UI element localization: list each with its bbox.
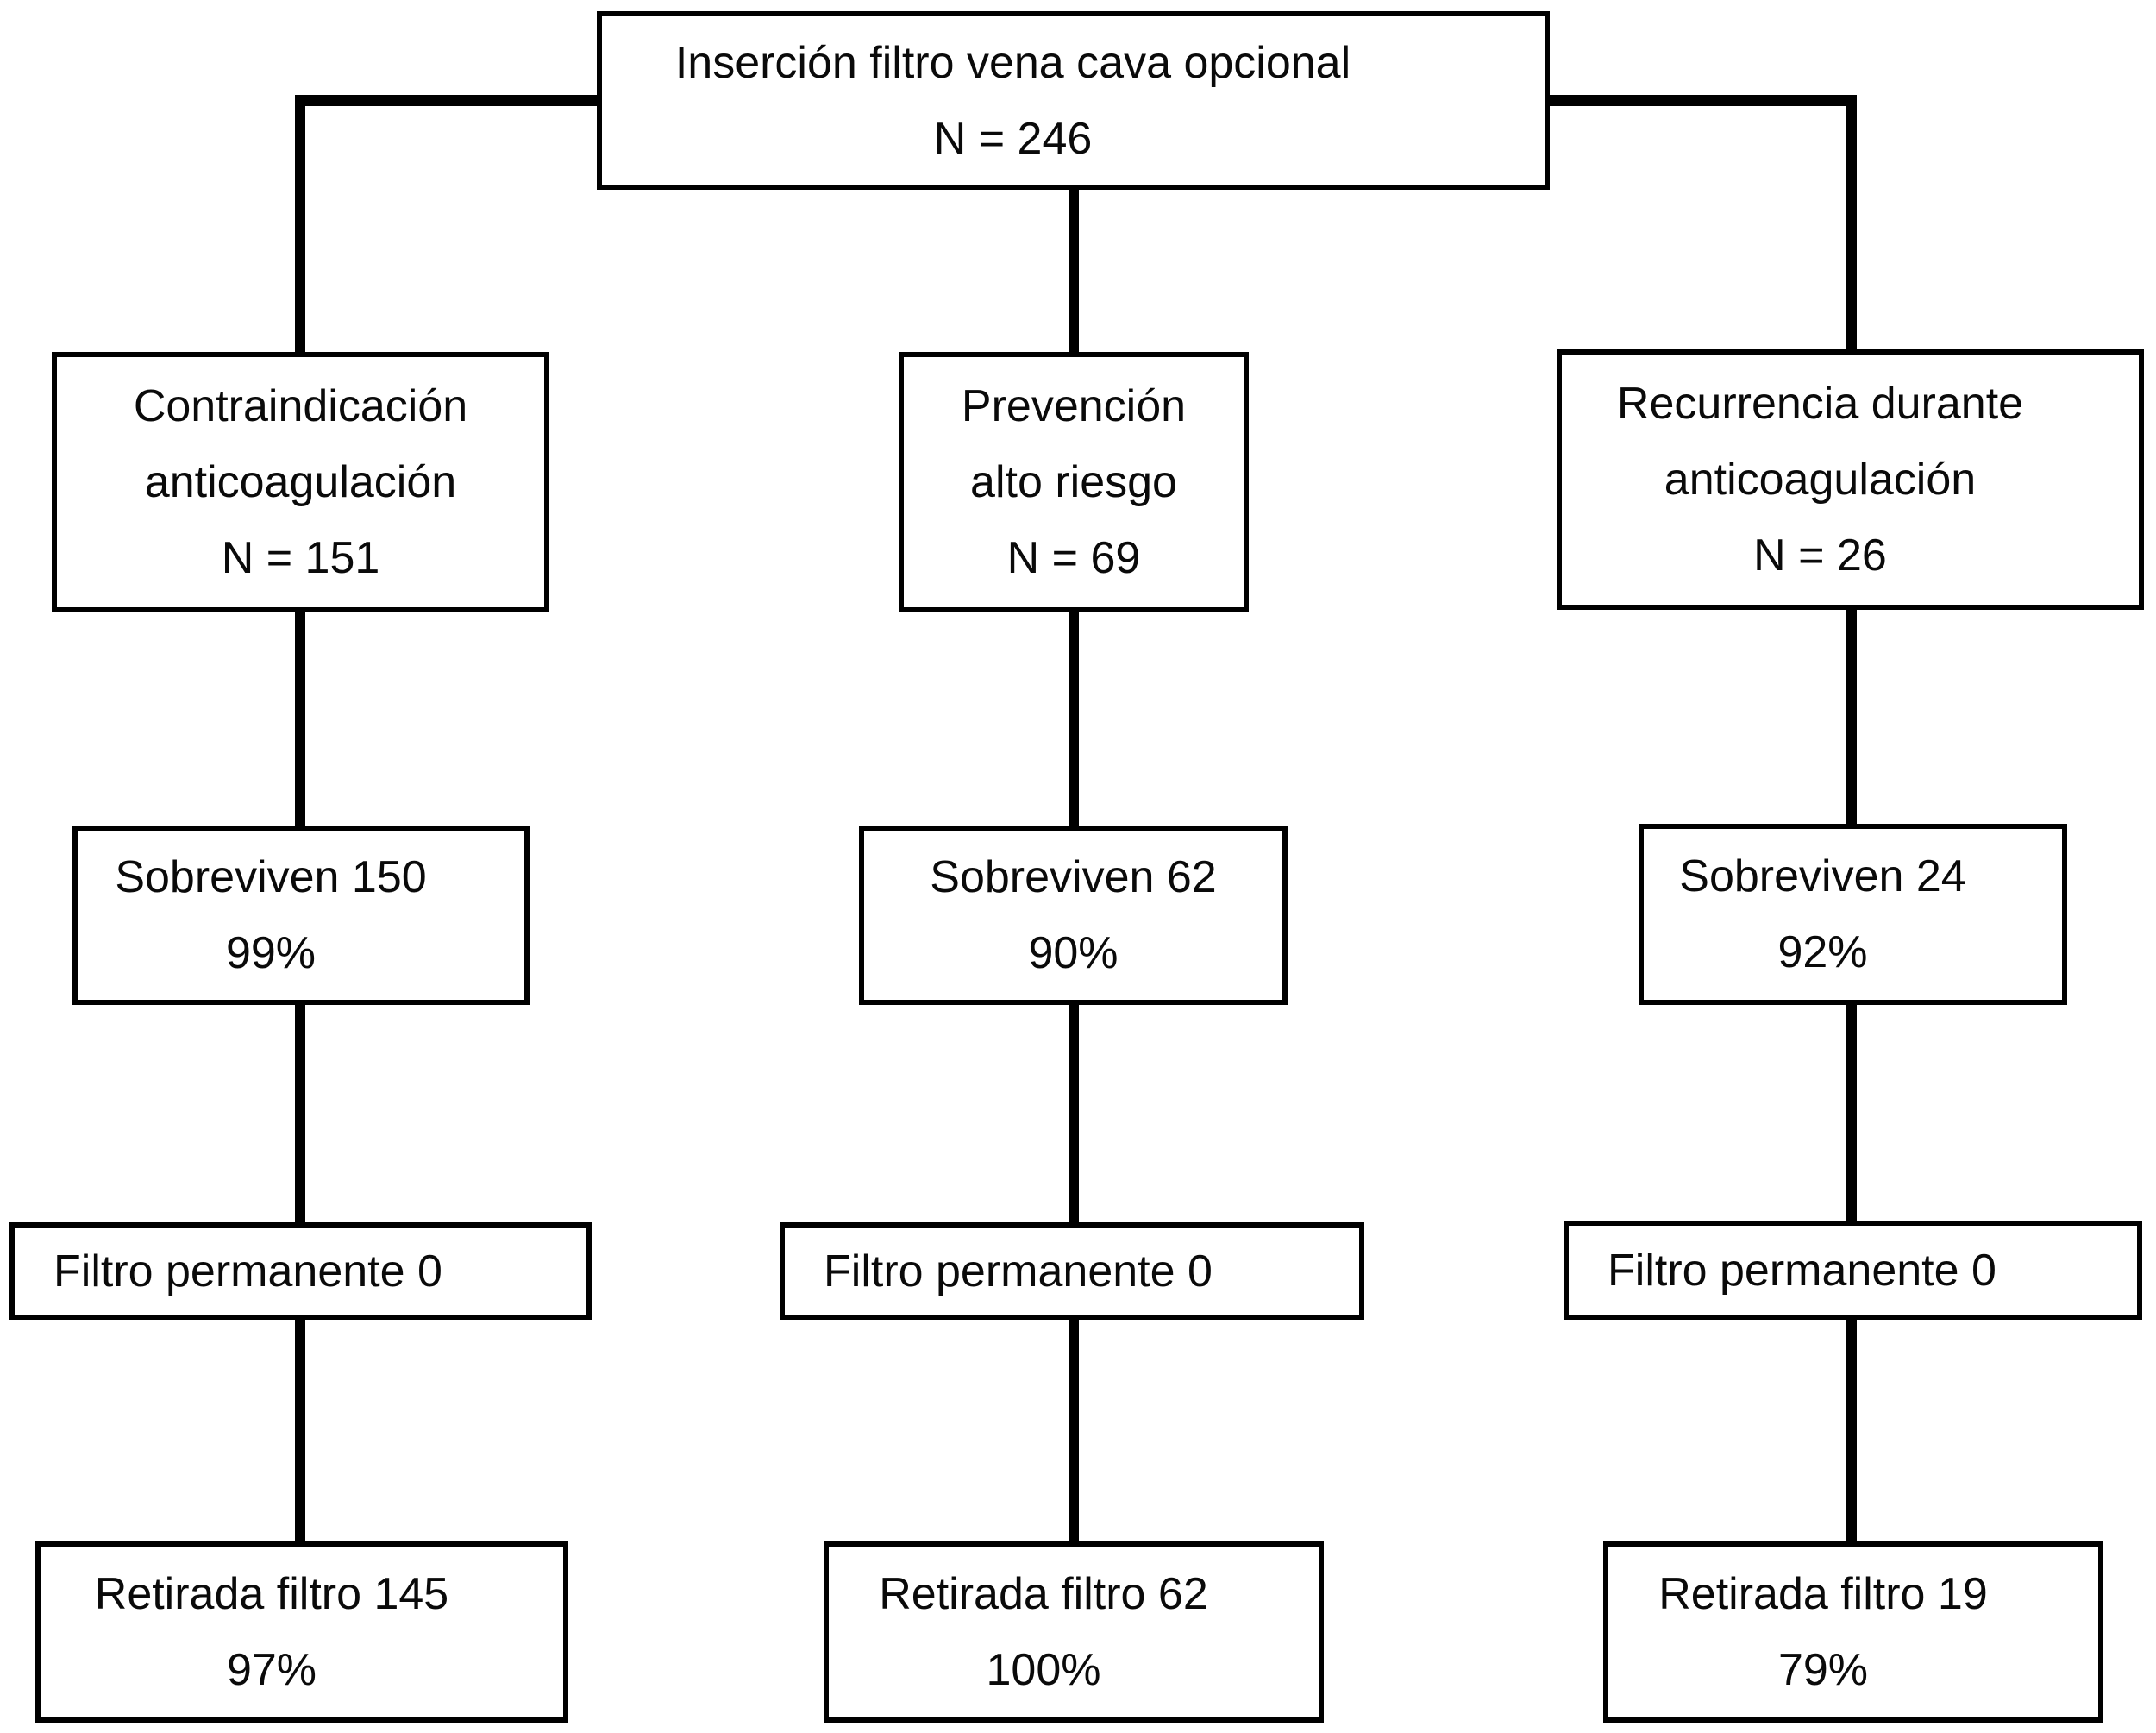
node-indication-prevention: Prevención alto riesgo N = 69 <box>899 352 1249 612</box>
node-text-line: 99% <box>225 928 317 978</box>
node-survival-left: Sobreviven 150 99% <box>72 826 530 1005</box>
node-text-line: Sobreviven 150 <box>115 852 427 902</box>
connector-left-branch-drop <box>295 95 305 352</box>
node-indication-recurrence: Recurrencia durante anticoagulación N = … <box>1557 349 2144 610</box>
node-text-line: N = 151 <box>221 533 380 583</box>
node-text-line: 79% <box>1777 1645 1869 1695</box>
node-permanent-filter-right: Filtro permanente 0 <box>1564 1221 2142 1320</box>
connector-right-permanent-to-retrieval <box>1846 1320 1857 1541</box>
connector-branch-right-horizontal <box>1550 95 1857 106</box>
node-permanent-filter-center: Filtro permanente 0 <box>780 1222 1364 1320</box>
node-text-line: Recurrencia durante <box>1616 379 2024 429</box>
node-retrieval-center: Retirada filtro 62 100% <box>824 1541 1324 1723</box>
connector-right-branch-drop <box>1846 95 1857 349</box>
node-text-line: Filtro permanente 0 <box>53 1246 442 1297</box>
node-root-insertion: Inserción filtro vena cava opcional N = … <box>597 11 1550 190</box>
node-text-line: Retirada filtro 19 <box>1658 1569 1988 1619</box>
node-text-line: Sobreviven 62 <box>930 852 1217 902</box>
connector-center-indication-to-survival <box>1069 612 1079 826</box>
node-text-line: N = 69 <box>1006 533 1141 583</box>
node-text-line: N = 26 <box>1753 531 1887 581</box>
node-text-line: Prevención <box>961 381 1187 431</box>
connector-branch-left-horizontal <box>295 95 597 106</box>
node-survival-center: Sobreviven 62 90% <box>859 826 1288 1005</box>
node-retrieval-left: Retirada filtro 145 97% <box>35 1541 568 1723</box>
node-text-line: 92% <box>1777 927 1868 977</box>
connector-right-survival-to-permanent <box>1846 1005 1857 1221</box>
node-text-line: Inserción filtro vena cava opcional <box>674 37 1351 88</box>
node-text-line: Retirada filtro 145 <box>94 1569 449 1619</box>
node-text-line: Contraindicación <box>133 381 468 431</box>
node-retrieval-right: Retirada filtro 19 79% <box>1603 1541 2103 1723</box>
node-text-line: anticoagulación <box>144 457 457 507</box>
connector-left-permanent-to-retrieval <box>295 1320 305 1541</box>
connector-center-survival-to-permanent <box>1069 1005 1079 1222</box>
connector-right-indication-to-survival <box>1846 610 1857 826</box>
node-text-line: Sobreviven 24 <box>1679 851 1966 901</box>
node-text-line: alto riesgo <box>970 457 1177 507</box>
connector-center-permanent-to-retrieval <box>1069 1320 1079 1541</box>
node-text-line: Retirada filtro 62 <box>879 1569 1208 1619</box>
node-survival-right: Sobreviven 24 92% <box>1639 824 2067 1005</box>
connector-left-survival-to-permanent <box>295 1005 305 1222</box>
node-text-line: Filtro permanente 0 <box>824 1246 1213 1297</box>
connector-root-center-drop <box>1069 190 1079 352</box>
node-text-line: N = 246 <box>933 113 1093 164</box>
node-permanent-filter-left: Filtro permanente 0 <box>9 1222 592 1320</box>
node-text-line: anticoagulación <box>1664 455 1977 505</box>
connector-left-indication-to-survival <box>295 612 305 826</box>
node-indication-contraindication: Contraindicación anticoagulación N = 151 <box>52 352 549 612</box>
node-text-line: 90% <box>1028 928 1119 978</box>
node-text-line: Filtro permanente 0 <box>1608 1245 1996 1296</box>
node-text-line: 100% <box>986 1645 1101 1695</box>
node-text-line: 97% <box>226 1645 317 1695</box>
